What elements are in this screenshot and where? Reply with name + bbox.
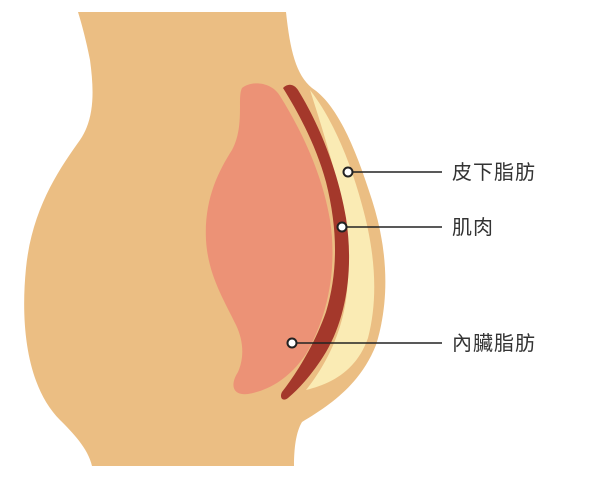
- marker-muscle: [336, 221, 348, 233]
- label-subcutaneous-fat: 皮下脂肪: [452, 160, 536, 184]
- muscle-layer: [280, 84, 350, 400]
- label-visceral-fat: 內臟脂肪: [452, 331, 536, 355]
- label-muscle: 肌肉: [452, 215, 494, 239]
- visceral-fat-mass: [205, 83, 333, 395]
- marker-subcutaneous-fat: [342, 166, 354, 178]
- subcutaneous-fat-layer: [306, 90, 375, 390]
- marker-visceral-fat: [286, 337, 298, 349]
